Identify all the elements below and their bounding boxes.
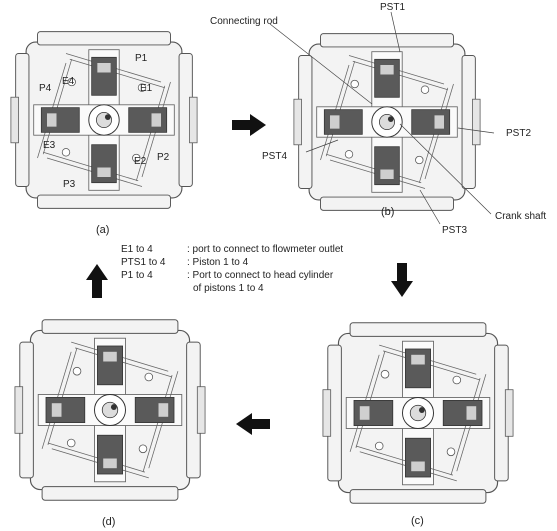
panel-d: (d) <box>14 319 206 528</box>
legend-desc: : Piston 1 to 4 <box>187 257 249 268</box>
panel-d-caption: (d) <box>102 516 115 528</box>
connecting-rod-label: Connecting rod <box>210 16 278 27</box>
arrow-up-icon <box>86 264 108 298</box>
panel-c: (c) <box>322 322 514 527</box>
arrow-right-icon <box>232 114 266 136</box>
port-p3-label: P3 <box>63 179 76 190</box>
outlet-e4-label: E4 <box>62 76 75 87</box>
legend-desc: : port to connect to flowmeter outlet <box>187 244 344 255</box>
arrow-down-icon <box>391 263 413 297</box>
piston-pst3-label: PST3 <box>442 225 467 236</box>
arrow-left-icon <box>236 413 270 435</box>
legend-continuation: of pistons 1 to 4 <box>193 283 264 294</box>
panel-c-caption: (c) <box>411 515 424 527</box>
legend-desc: : Port to connect to head cylinder <box>187 270 334 281</box>
legend-key: P1 to 4 <box>121 270 153 281</box>
legend-row: P1 to 4 : Port to connect to head cylind… <box>121 269 343 282</box>
legend-key: PTS1 to 4 <box>121 257 166 268</box>
legend-row: E1 to 4 : port to connect to flowmeter o… <box>121 243 343 256</box>
outlet-e3-label: E3 <box>43 140 56 151</box>
piston-pst4-label: PST4 <box>262 151 287 162</box>
piston-pst1-label: PST1 <box>380 2 405 13</box>
port-p1-label: P1 <box>135 53 148 64</box>
port-p4-label: P4 <box>39 83 52 94</box>
panel-a: P1 E1 E4 P4 E3 E2 P2 P3 (a) <box>10 31 198 236</box>
outlet-e2-label: E2 <box>134 156 147 167</box>
panel-b-caption: (b) <box>381 206 394 218</box>
port-p2-label: P2 <box>157 152 170 163</box>
legend: E1 to 4 : port to connect to flowmeter o… <box>121 243 343 295</box>
crank-shaft-label: Crank shaft <box>495 211 546 222</box>
legend-key: E1 to 4 <box>121 244 153 255</box>
legend-row: PTS1 to 4 : Piston 1 to 4 <box>121 256 343 269</box>
outlet-e1-label: E1 <box>140 83 153 94</box>
panel-a-caption: (a) <box>96 224 109 236</box>
panel-b: Connecting rod PST1 PST2 PST4 Crank shaf… <box>210 2 546 236</box>
piston-pst2-label: PST2 <box>506 128 531 139</box>
